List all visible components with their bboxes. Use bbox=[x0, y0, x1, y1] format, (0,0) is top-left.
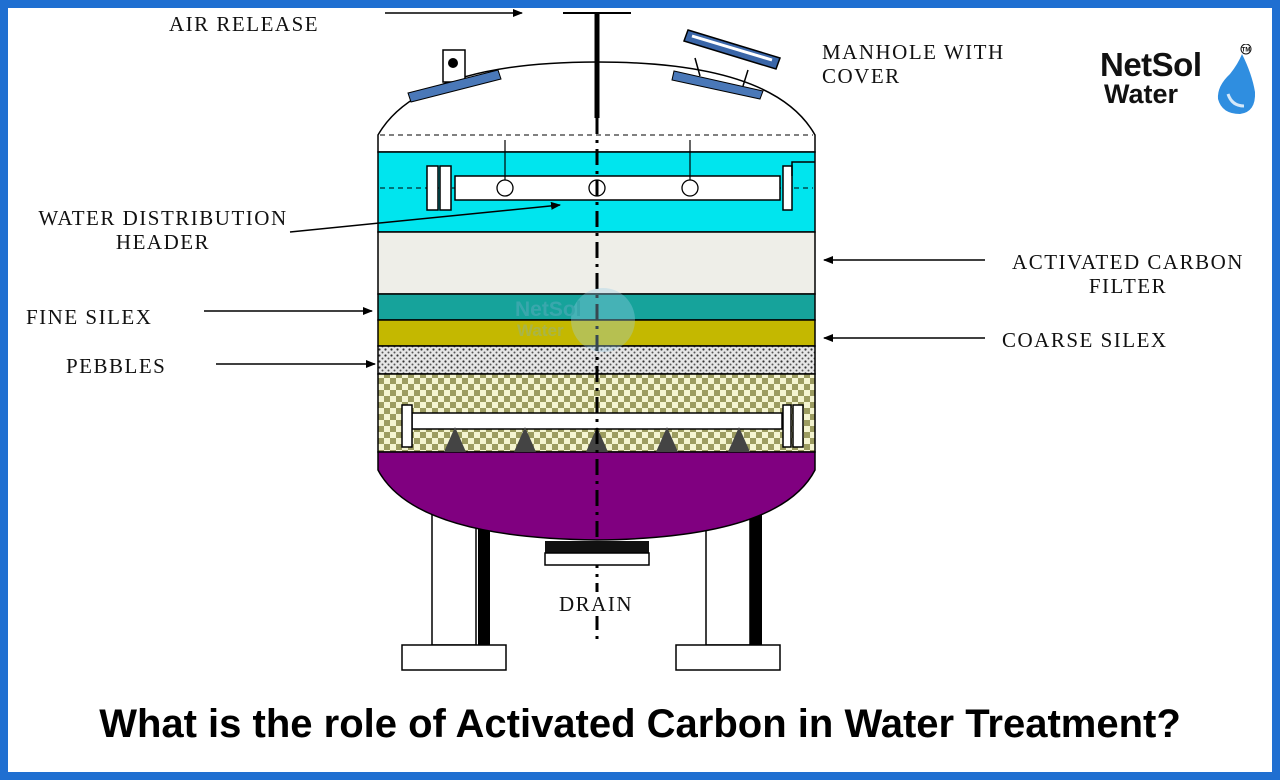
leader-arrows bbox=[204, 9, 985, 368]
label-manhole: MANHOLE WITH COVER bbox=[822, 40, 1005, 88]
logo-text-water: Water bbox=[1104, 79, 1179, 109]
label-fine-silex: FINE SILEX bbox=[26, 305, 153, 329]
label-air-release: AIR RELEASE bbox=[169, 12, 320, 36]
left-dome-nozzle bbox=[407, 49, 502, 103]
filter-vessel-diagram: NetSol Water bbox=[204, 9, 985, 671]
watermark: NetSol Water bbox=[515, 288, 635, 352]
label-drain: DRAIN bbox=[557, 592, 635, 616]
trademark-mark: TM bbox=[1242, 48, 1251, 54]
label-water-distribution: WATER DISTRIBUTION HEADER bbox=[38, 206, 288, 254]
watermark-line1: NetSol bbox=[515, 298, 582, 321]
water-drop-icon bbox=[1217, 54, 1256, 114]
drain-flange bbox=[544, 541, 650, 566]
label-pebbles: PEBBLES bbox=[66, 354, 167, 378]
watermark-line2: Water bbox=[517, 321, 564, 340]
label-coarse-silex: COARSE SILEX bbox=[1002, 328, 1168, 352]
distribution-header-pipe bbox=[426, 140, 815, 211]
page-title: What is the role of Activated Carbon in … bbox=[99, 702, 1181, 746]
manhole-cover bbox=[671, 29, 781, 100]
netsol-water-logo: TM NetSol Water bbox=[1100, 44, 1260, 124]
label-activated-carbon: ACTIVATED CARBON FILTER bbox=[1012, 250, 1244, 298]
vessel-legs bbox=[401, 499, 781, 671]
logo-text-netsol: NetSol bbox=[1100, 46, 1202, 83]
